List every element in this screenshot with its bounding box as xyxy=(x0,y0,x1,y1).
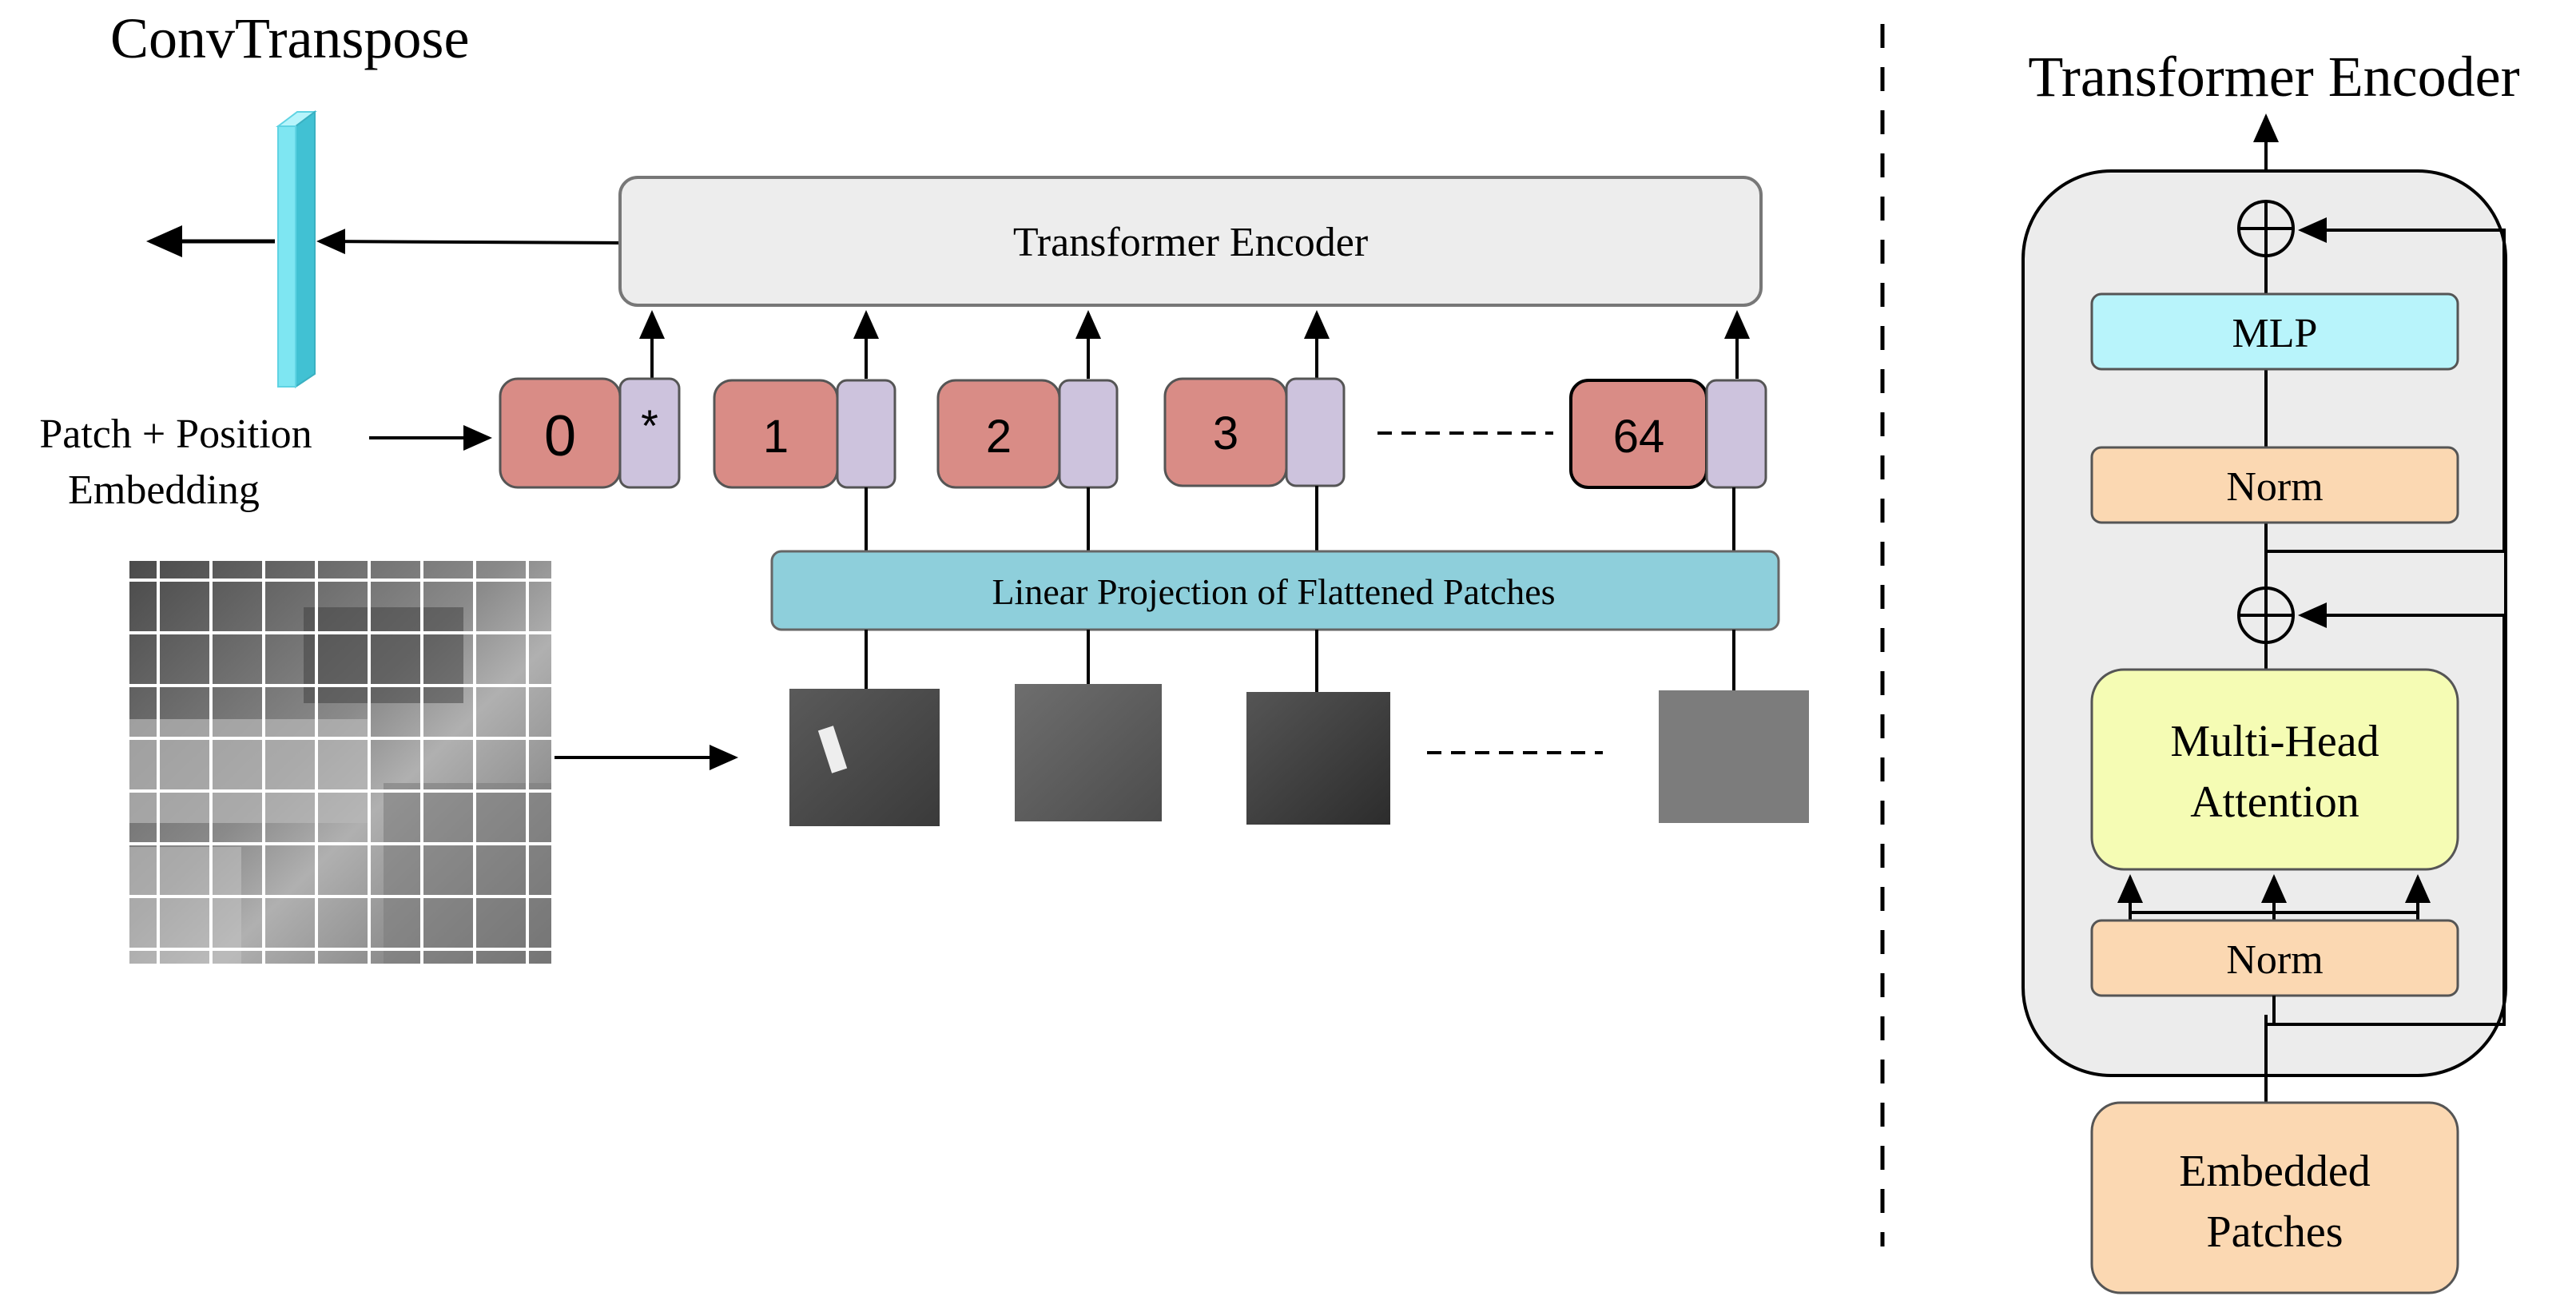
add-circle-icon xyxy=(2237,586,2295,644)
image-grid-icon xyxy=(129,561,551,964)
encoder-to-conv-arrow xyxy=(316,229,621,255)
patch-image-icon xyxy=(1246,692,1390,825)
residual-connections xyxy=(2266,217,2506,1026)
svg-text:3: 3 xyxy=(1213,408,1238,459)
transformer-encoder-box xyxy=(618,176,1763,307)
svg-text:0: 0 xyxy=(544,404,576,468)
mlp-label: MLP xyxy=(2232,311,2318,356)
convtranspose-title: ConvTranspose xyxy=(110,6,469,70)
norm-bottom-label: Norm xyxy=(2226,937,2323,983)
embedded-patches-line1: Embedded xyxy=(2179,1147,2370,1196)
patch-image-icon xyxy=(789,689,940,826)
attention-label-line2: Attention xyxy=(2190,777,2359,827)
mlp-block xyxy=(2090,292,2459,371)
token-2: 2 xyxy=(936,379,1119,489)
svg-text:1: 1 xyxy=(763,411,789,463)
linear-projection-box xyxy=(770,550,1780,631)
qkv-arrows xyxy=(2117,874,2431,920)
embedded-patches-block xyxy=(2090,1101,2459,1294)
token-64: 64 xyxy=(1569,379,1767,489)
patch-image-icon xyxy=(1659,690,1809,823)
svg-text:*: * xyxy=(641,400,658,451)
patch-image-icon xyxy=(1015,684,1162,821)
svg-text:64: 64 xyxy=(1613,411,1665,463)
patch-to-projection-lines xyxy=(865,630,1735,692)
multi-head-attention-block xyxy=(2090,668,2459,871)
embedded-patches-line2: Patches xyxy=(2206,1207,2343,1257)
linear-projection-label: Linear Projection of Flattened Patches xyxy=(992,571,1555,612)
token-arrows xyxy=(639,310,1750,379)
norm-top-label: Norm xyxy=(2226,464,2323,510)
svg-text:2: 2 xyxy=(986,411,1012,463)
norm-block-top xyxy=(2090,446,2459,524)
convtranspose-layer xyxy=(276,110,317,388)
add-circle-icon xyxy=(2237,200,2295,257)
embedding-label-line2: Embedding xyxy=(68,467,260,513)
transformer-encoder-label: Transformer Encoder xyxy=(1013,220,1368,265)
projection-to-token-lines xyxy=(865,486,1735,551)
token-3: 3 xyxy=(1163,377,1346,487)
embedding-label-line1: Patch + Position xyxy=(39,411,312,457)
encoder-detail-title: Transformer Encoder xyxy=(2028,45,2519,109)
token-1: 1 xyxy=(713,379,896,489)
token-0: 0 xyxy=(499,377,622,489)
attention-label-line1: Multi-Head xyxy=(2170,717,2379,766)
token-cls-embedding: * xyxy=(618,377,681,489)
